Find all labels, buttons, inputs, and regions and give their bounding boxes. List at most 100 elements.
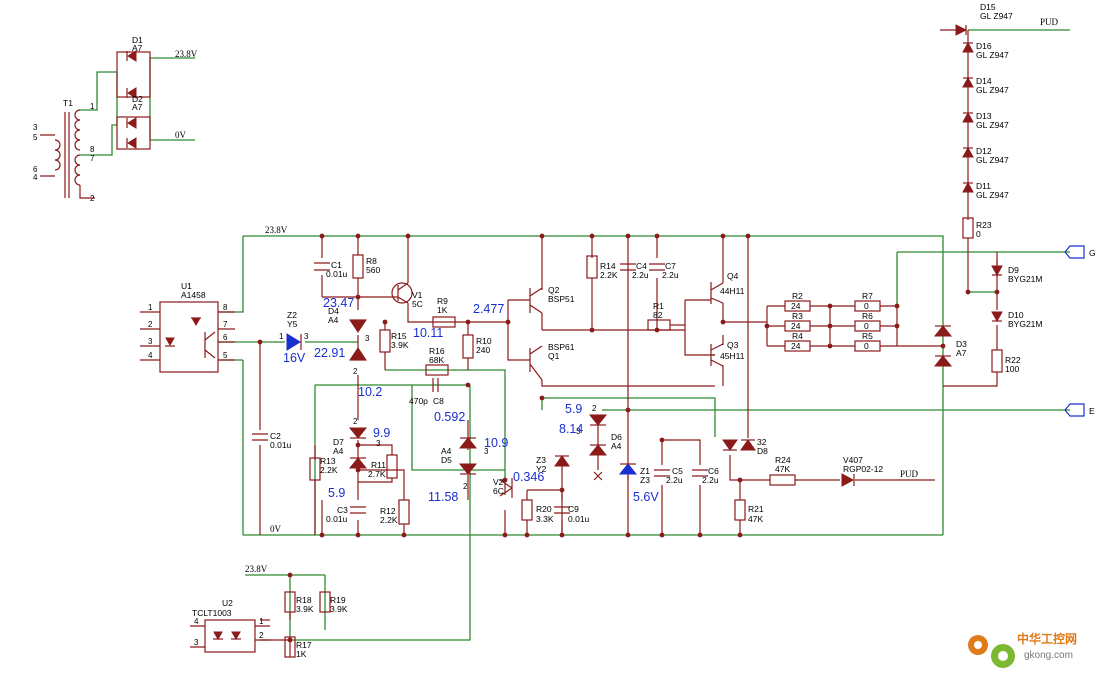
r24-ref: R24 bbox=[775, 455, 791, 465]
measure-10-11: 10.11 bbox=[413, 326, 443, 340]
t1-pin: 3 bbox=[33, 123, 38, 132]
transistors-q1-q2: Q2 BSP51 BSP61 Q1 bbox=[508, 285, 575, 381]
c1-ref: C1 bbox=[331, 260, 342, 270]
v1-value: 5C bbox=[412, 299, 423, 309]
v1-ref: V1 bbox=[412, 290, 423, 300]
r7-value: 0 bbox=[864, 301, 869, 311]
r14-ref: R14 bbox=[600, 261, 616, 271]
watermark-cn: 中华工控网 bbox=[1017, 631, 1077, 646]
lower-left-network: 2 3 D7 A4 9.9 R11 2.7K 5.9 R12 2.2K C3 0… bbox=[252, 417, 410, 525]
d5-ref-a: A4 bbox=[441, 446, 452, 456]
c2-value: 0.01u bbox=[270, 440, 292, 450]
r6-ref: R6 bbox=[862, 311, 873, 321]
r15-value: 3.9K bbox=[391, 340, 409, 350]
d13-ref: D13 bbox=[976, 111, 992, 121]
d7-pin: 2 bbox=[353, 417, 358, 426]
q4-ref: Q4 bbox=[727, 271, 739, 281]
c1-value: 0.01u bbox=[326, 269, 348, 279]
r9-ref: R9 bbox=[437, 296, 448, 306]
d14-ref: D14 bbox=[976, 76, 992, 86]
e-net-label: E bbox=[1089, 406, 1095, 416]
d8-ref: D8 bbox=[757, 446, 768, 456]
d4-value: A4 bbox=[328, 315, 339, 325]
d7-pin: 3 bbox=[376, 439, 381, 448]
d13-value: GL Z947 bbox=[976, 120, 1009, 130]
q2-ref: Q2 bbox=[548, 285, 560, 295]
t1-pin: 8 bbox=[90, 145, 95, 154]
transistor-v1: V1 5C bbox=[391, 282, 423, 309]
u2-pin: 4 bbox=[194, 617, 199, 626]
d3-value: A7 bbox=[956, 348, 967, 358]
z1-c5-c6: Z1 Z3 5.6V C5 2.2u C6 2.2u bbox=[618, 463, 719, 504]
z2-pin: 3 bbox=[304, 332, 309, 341]
g-connector-icon bbox=[1064, 245, 1085, 259]
u1-ref: U1 bbox=[181, 281, 192, 291]
bridge-rectifier: D1 A7 D2 A7 23.8V 0V bbox=[116, 35, 198, 150]
measure-2-477: 2.477 bbox=[473, 302, 504, 316]
v407-ref: V407 bbox=[843, 455, 863, 465]
r3-value: 24 bbox=[791, 321, 801, 331]
c7-ref: C7 bbox=[665, 261, 676, 271]
u1-value: A1458 bbox=[181, 290, 206, 300]
u1-pin: 4 bbox=[148, 351, 153, 360]
d5-ref: D5 bbox=[441, 455, 452, 465]
d4-pin: 3 bbox=[365, 334, 370, 343]
c8-ref: C8 bbox=[433, 396, 444, 406]
net-connectors: G E bbox=[1064, 245, 1096, 417]
r1-value: 82 bbox=[653, 310, 663, 320]
r12-value: 2.2K bbox=[380, 515, 398, 525]
r19-ref: R19 bbox=[330, 595, 346, 605]
r22-ref: R22 bbox=[1005, 355, 1021, 365]
q1-ref: Q1 bbox=[548, 351, 560, 361]
u1-pin: 2 bbox=[148, 320, 153, 329]
d9-ref: D9 bbox=[1008, 265, 1019, 275]
q3-ref: Q3 bbox=[727, 340, 739, 350]
transformer-t1: T1 3 5 1 6 4 8 7 2 bbox=[33, 98, 95, 203]
resistor-array: R2 24 R3 24 R4 24 R7 0 R6 0 R5 0 bbox=[784, 291, 881, 352]
resistor-network-left: R15 3.9K R9 1K 10.11 R10 240 2.477 R16 6… bbox=[379, 296, 504, 406]
wires bbox=[80, 29, 1070, 641]
r2-ref: R2 bbox=[792, 291, 803, 301]
diode-d4: D4 A4 3 2 23.47 22.91 10.2 bbox=[314, 296, 382, 399]
circuit-traces bbox=[259, 30, 998, 657]
q3-value: 45H11 bbox=[720, 351, 745, 361]
r8-value: 560 bbox=[366, 265, 380, 275]
u2-pin: 2 bbox=[259, 631, 264, 640]
z2-pin: 1 bbox=[279, 332, 284, 341]
net-label: 0V bbox=[175, 130, 187, 140]
u2-pin: 3 bbox=[194, 638, 199, 647]
zener-string: D15 GL Z947 PUD D16 GL Z947 D14 GL Z947 … bbox=[940, 2, 1059, 374]
r13-value: 2.2K bbox=[320, 465, 338, 475]
d15-ref: D15 bbox=[980, 2, 996, 12]
t1-pin: 1 bbox=[90, 102, 95, 111]
measure-10-2: 10.2 bbox=[358, 385, 382, 399]
diode-d6: 2 3 D6 A4 5.9 8.14 bbox=[559, 402, 622, 481]
measure-22-91: 22.91 bbox=[314, 346, 345, 360]
measure-8-14: 8.14 bbox=[559, 422, 583, 436]
r19-value: 3.9K bbox=[330, 604, 348, 614]
d15-value: GL Z947 bbox=[980, 11, 1013, 21]
z3-ref: Z3 bbox=[536, 455, 546, 465]
t1-ref: T1 bbox=[63, 98, 73, 108]
t1-pin: 7 bbox=[90, 154, 95, 163]
r6-value: 0 bbox=[864, 321, 869, 331]
measure-0-346: 0.346 bbox=[513, 470, 544, 484]
measure-11-58: 11.58 bbox=[428, 490, 458, 504]
net-label: 23.8V bbox=[265, 225, 288, 235]
g-net-label: G bbox=[1089, 248, 1096, 258]
d6-pin: 3 bbox=[576, 427, 581, 436]
t1-pin: 5 bbox=[33, 133, 38, 142]
r2-value: 24 bbox=[791, 301, 801, 311]
measure-9-9: 9.9 bbox=[373, 426, 390, 440]
r22-value: 100 bbox=[1005, 364, 1019, 374]
r5-value: 0 bbox=[864, 341, 869, 351]
r18-value: 3.9K bbox=[296, 604, 314, 614]
d12-ref: D12 bbox=[976, 146, 992, 156]
u2-ref: U2 bbox=[222, 598, 233, 608]
d12-value: GL Z947 bbox=[976, 155, 1009, 165]
t1-pin: 6 bbox=[33, 165, 38, 174]
u2-pin: 1 bbox=[259, 617, 264, 626]
r21-ref: R21 bbox=[748, 504, 764, 514]
v2-ref: V2 bbox=[493, 477, 504, 487]
net-label: 23.8V bbox=[245, 564, 268, 574]
